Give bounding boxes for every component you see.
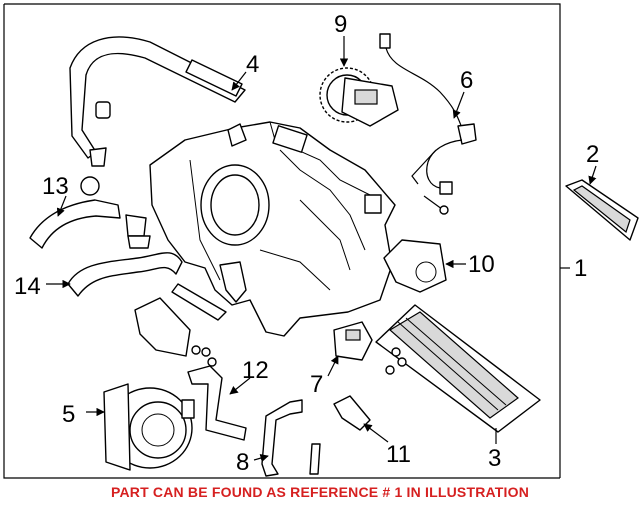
ac-pipe-part-4 [69,36,246,167]
callout-6: 6 [460,67,473,94]
callout-9: 9 [334,11,347,38]
callout-10: 10 [468,251,495,278]
callout-1: 1 [574,255,587,282]
filter-part-2 [565,179,639,241]
callout-3: 3 [488,445,501,472]
hose-part-13 [29,176,151,249]
callout-8: 8 [236,449,249,476]
blower-motor-part-5 [103,383,195,471]
module-part-10 [383,239,447,293]
footer-note: PART CAN BE FOUND AS REFERENCE # 1 IN IL… [110,484,530,500]
duct-pieces [134,283,227,367]
leader-lines [46,36,597,463]
callout-4: 4 [246,51,259,78]
wiring-harness-part-6 [379,33,477,215]
evaporator-part-3 [375,304,541,433]
pipe-part-8 [261,399,321,477]
callout-14: 14 [14,273,41,300]
actuator-gear-part-9 [319,67,399,127]
callout-13: 13 [42,173,69,200]
callout-2: 2 [586,141,599,168]
sensor-part-7 [333,321,373,361]
pipe-part-12 [187,365,247,441]
callout-11: 11 [386,441,411,468]
heater-housing [149,121,396,337]
assembly-frame [3,3,570,479]
callout-5: 5 [62,401,75,428]
callout-7: 7 [310,371,323,398]
callout-12: 12 [242,357,269,384]
hose-part-14 [67,252,183,297]
